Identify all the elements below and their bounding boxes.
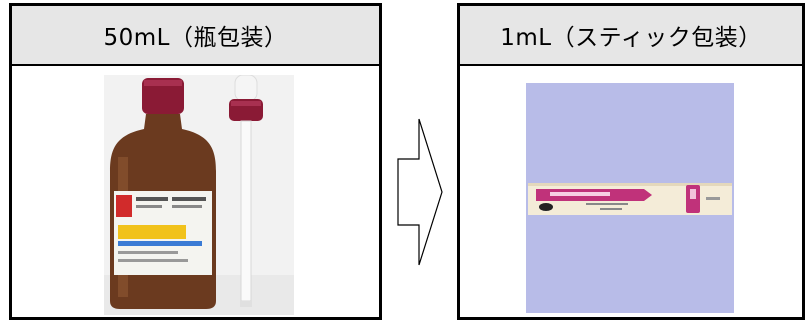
stick-name-text — [550, 192, 610, 196]
stick-photo — [526, 83, 734, 313]
bottle-package-panel: 50mL（瓶包装） — [9, 3, 382, 320]
bottle-label-line — [172, 197, 206, 201]
stick-package-title: 1mL（スティック包装） — [500, 25, 762, 51]
right-arrow-icon — [397, 118, 443, 266]
stick-logo — [539, 203, 553, 211]
bottle-photo — [104, 75, 294, 315]
stick-volume-mark — [706, 197, 720, 200]
bottle-label-band — [118, 225, 186, 239]
bottle-label-line — [172, 205, 202, 208]
dropper-cap-highlight — [231, 101, 261, 106]
bottle-label-line — [118, 259, 188, 262]
bottle-package-title: 50mL（瓶包装） — [103, 25, 288, 51]
dropper — [229, 75, 263, 307]
stick-tab-mark — [690, 189, 696, 199]
bottle-label-mark — [116, 195, 132, 217]
bottle-package-header: 50mL（瓶包装） — [12, 6, 379, 66]
dropper-tube — [240, 120, 252, 302]
bottle-package-body — [12, 66, 379, 317]
medicine-bottle — [110, 78, 216, 309]
dropper-tip — [240, 301, 252, 307]
bottle-label-line — [118, 251, 178, 254]
stick-top-edge — [528, 183, 732, 186]
stick-package-panel: 1mL（スティック包装） — [457, 3, 805, 320]
bottle-label-line — [136, 197, 168, 201]
stick-print-line — [586, 203, 628, 205]
stick-package-header: 1mL（スティック包装） — [460, 6, 802, 66]
bottle-cap-highlight — [144, 80, 182, 86]
stick-print-line — [600, 208, 622, 210]
bottle-cap — [142, 78, 184, 114]
bottle-label-line — [136, 205, 162, 208]
dropper-bulb — [234, 75, 258, 102]
bottle-label-stripe — [118, 241, 202, 246]
stick-package-body — [460, 66, 802, 317]
stick-package — [528, 183, 732, 215]
